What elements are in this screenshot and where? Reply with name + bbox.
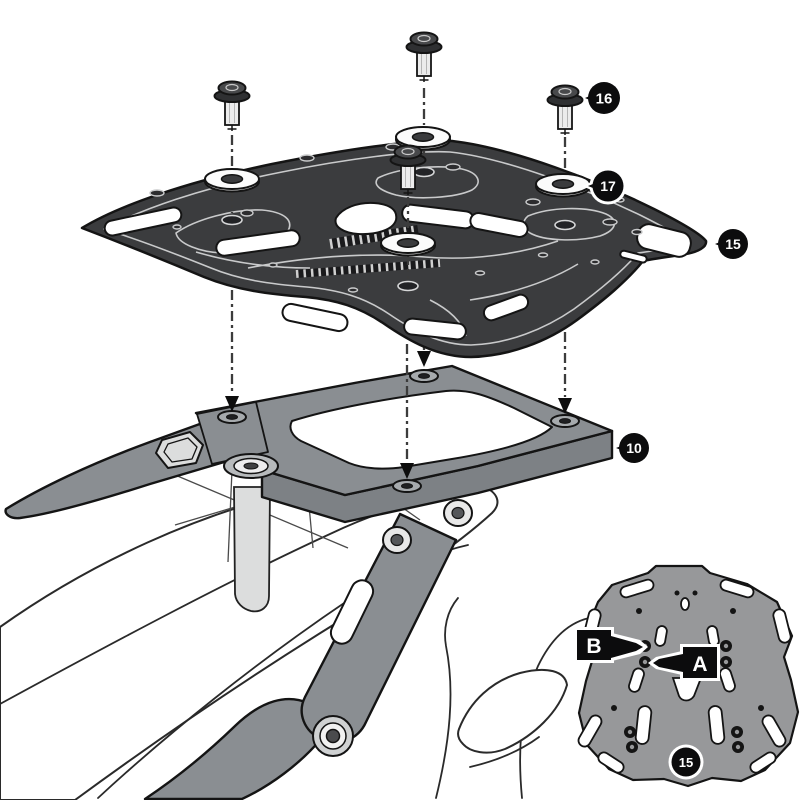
- rack-arm-slot: [329, 579, 375, 645]
- rack-lower-arm: [143, 697, 323, 800]
- mounting-strap: [233, 486, 271, 613]
- screw: [213, 80, 251, 131]
- arrow-down-icon: [400, 463, 414, 479]
- label-b-arrow-icon: [611, 636, 643, 658]
- rivet-1-center: [390, 533, 404, 547]
- washer: [395, 126, 451, 151]
- luggage-rack-10: [4, 364, 614, 800]
- callout-10-label: 10: [626, 440, 642, 456]
- inset-diagram: B A 15: [574, 564, 800, 788]
- hex-hole-inner: [163, 437, 198, 463]
- label-a-arrow-icon: [653, 654, 683, 672]
- grommet-center: [243, 462, 259, 470]
- screw: [546, 84, 584, 135]
- label-b-text: B: [586, 635, 601, 658]
- callout-15-label: 15: [725, 236, 741, 252]
- label-a-text: A: [692, 653, 707, 676]
- arrow-down-icon: [417, 351, 431, 367]
- rivet-2-center: [451, 506, 465, 520]
- washer: [535, 173, 591, 198]
- assembly-arrows: [225, 351, 572, 479]
- rack-boss: [196, 401, 269, 465]
- arrow-down-icon: [558, 398, 572, 414]
- washer: [380, 232, 436, 257]
- plate-slots: [103, 201, 692, 341]
- screws-16: [213, 31, 584, 195]
- tail-body: [0, 475, 499, 800]
- inset-small-dots: [611, 590, 764, 711]
- arrow-down-icon: [225, 396, 239, 412]
- washers-17: [204, 126, 591, 257]
- callout-17: 17: [582, 167, 627, 205]
- plate-inner-outline: [103, 150, 691, 346]
- plate-mount-holes: [221, 166, 576, 292]
- rack-mount-holes: [217, 369, 580, 493]
- fender-line-left: [435, 597, 459, 799]
- inset-label-a: A: [648, 644, 720, 681]
- washer: [204, 168, 260, 193]
- tail-beak-line: [469, 736, 540, 768]
- inset-label-b: B: [574, 627, 648, 663]
- tail-beak: [457, 668, 569, 754]
- motorcycle-tail-outline: [0, 475, 590, 800]
- inset-badge-15: 15: [668, 744, 704, 780]
- screw-guide-lines: [230, 88, 567, 279]
- callout-16-label: 16: [596, 91, 613, 108]
- inset-badge-15-label: 15: [679, 755, 693, 770]
- callout-15: 15: [715, 229, 748, 259]
- callout-16: 16: [585, 82, 620, 114]
- callout-10: 10: [616, 433, 649, 463]
- callout-17-label: 17: [600, 178, 616, 194]
- rack-center-opening: [289, 389, 553, 470]
- screw: [405, 31, 443, 82]
- inset-plate-slots: [577, 578, 792, 774]
- arm-end-bolt-center: [325, 728, 341, 744]
- screw: [389, 144, 427, 195]
